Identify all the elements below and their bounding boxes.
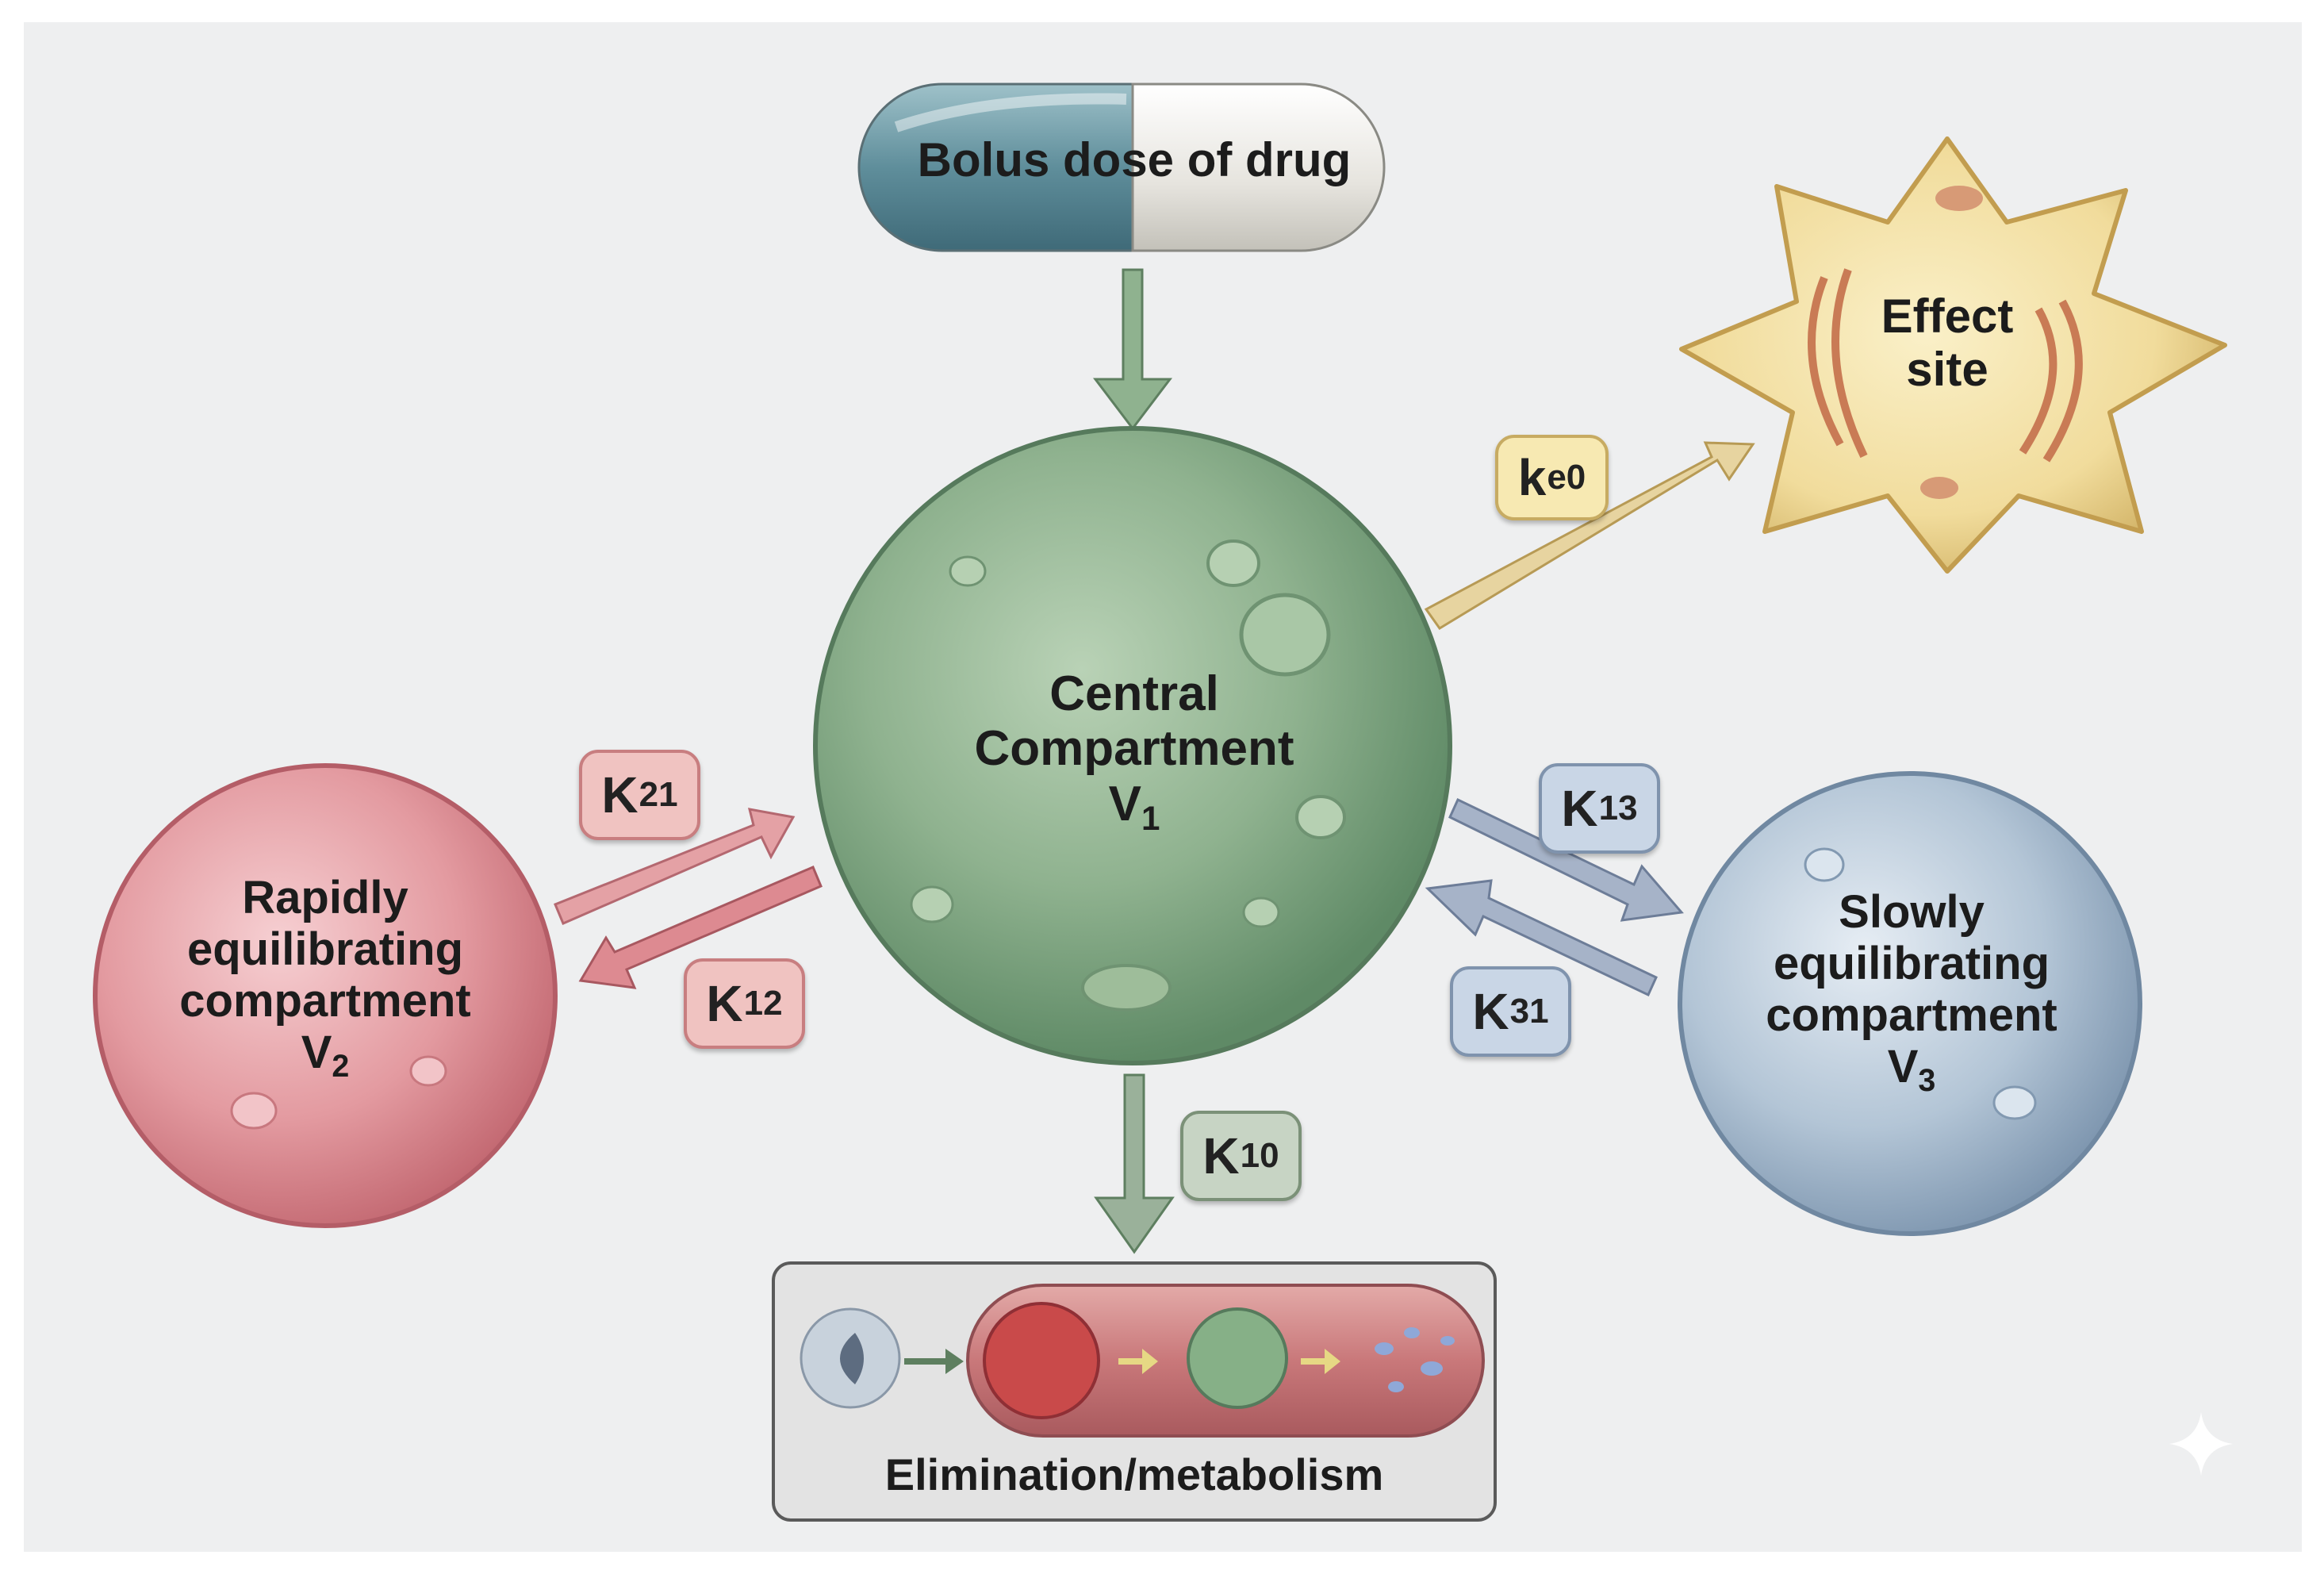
slow-line1: Slowly <box>1839 886 1985 938</box>
rapid-symbol: V2 <box>301 1026 350 1084</box>
slow-line3: compartment <box>1766 989 2057 1041</box>
capsule-shape <box>857 83 1386 252</box>
slow-label: Slowly equilibrating compartment V3 <box>1725 886 2098 1098</box>
central-label: Central Compartment V1 <box>920 666 1348 837</box>
k12-arrow <box>578 866 823 989</box>
effect-line1: Effect <box>1881 290 2014 343</box>
rapid-line3: compartment <box>179 974 471 1027</box>
sparkle-icon <box>2169 1412 2233 1476</box>
ke0-arrow <box>1424 441 1755 631</box>
capsule-label-text: Bolus dose of drug <box>917 133 1352 186</box>
elimination-label-text: Elimination/metabolism <box>884 1449 1384 1499</box>
elimination-label: Elimination/metabolism <box>785 1449 1483 1500</box>
central-line1: Central <box>1049 666 1219 721</box>
central-symbol: V1 <box>1108 776 1160 837</box>
dose-arrow <box>1092 268 1173 431</box>
central-compartment <box>813 426 1452 1065</box>
rapid-compartment <box>93 763 558 1228</box>
slow-symbol: V3 <box>1887 1040 1936 1098</box>
capsule-label: Bolus dose of drug <box>872 133 1396 186</box>
central-line2: Compartment <box>974 721 1294 777</box>
k13-arrow <box>1448 797 1684 922</box>
k21-arrow <box>554 808 796 925</box>
k31-arrow <box>1425 879 1658 997</box>
rapid-line2: equilibrating <box>187 923 463 975</box>
rapid-label: Rapidly equilibrating compartment V2 <box>143 872 508 1084</box>
rapid-line1: Rapidly <box>242 872 408 923</box>
k10-arrow <box>1094 1073 1175 1254</box>
slow-compartment <box>1678 771 2142 1236</box>
effect-label: Effect site <box>1848 290 2046 396</box>
elimination-box <box>772 1261 1497 1522</box>
effect-site <box>1679 136 2227 574</box>
slow-line2: equilibrating <box>1774 937 2050 989</box>
effect-line2: site <box>1906 343 1988 397</box>
